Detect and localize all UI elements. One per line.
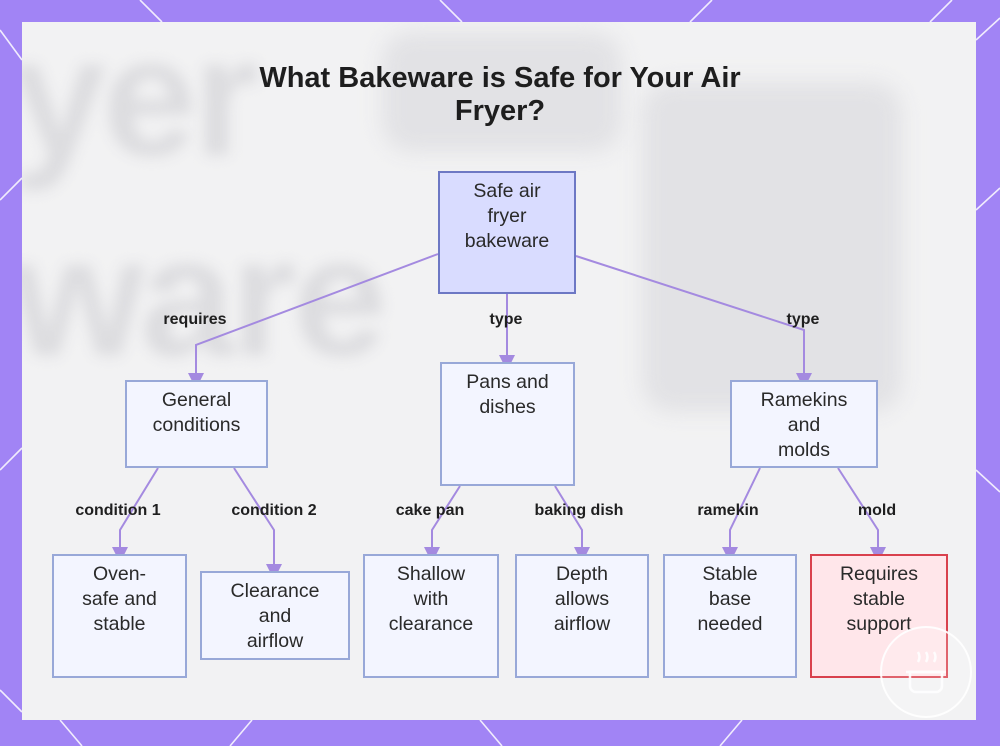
edge-label-requires: requires	[163, 311, 227, 328]
connector-condition1	[112, 467, 159, 563]
node-shallow: Shallow with clearance	[363, 554, 499, 678]
fryer-icon	[906, 651, 946, 694]
edge-label-condition1: condition 1	[75, 502, 161, 519]
connector-requires	[188, 253, 439, 389]
edge-label-condition2: condition 2	[231, 502, 317, 519]
connector-ramekin	[722, 467, 761, 563]
connector-cake-pan	[424, 485, 461, 563]
node-pans-label: Pans and dishes	[466, 371, 549, 418]
background-blob	[642, 82, 902, 412]
node-clearance-label: Clearance and airflow	[230, 580, 320, 652]
node-pans-and-dishes: Pans and dishes	[440, 362, 575, 486]
connector-condition2	[233, 467, 282, 580]
node-shallow-label: Shallow with clearance	[388, 563, 474, 635]
edge-label-ramekin: ramekin	[697, 502, 759, 519]
node-ramekins-and-molds: Ramekins and molds	[730, 380, 878, 468]
node-depth: Depth allows airflow	[515, 554, 649, 678]
connector-baking-dish	[554, 485, 590, 563]
background-blob	[382, 32, 622, 152]
edge-label-type-ramekins: type	[786, 311, 820, 328]
diagram-title: What Bakeware is Safe for Your Air Fryer…	[259, 62, 741, 127]
node-root-label: Safe air fryer bakeware	[464, 180, 550, 252]
connector-type-ramekins	[575, 255, 812, 389]
background-watermark-1: yer	[22, 22, 259, 192]
node-clearance: Clearance and airflow	[200, 571, 350, 660]
edge-label-cake-pan: cake pan	[395, 502, 465, 519]
node-requires-label: Requires stable support	[839, 563, 919, 635]
background-watermark-2: ware	[22, 202, 387, 392]
node-stable-base: Stable base needed	[663, 554, 797, 678]
node-depth-label: Depth allows airflow	[553, 563, 611, 635]
connector-mold	[837, 467, 886, 563]
edge-label-mold: mold	[857, 502, 897, 519]
edge-label-type-pans: type	[489, 311, 523, 328]
node-oven-safe: Oven- safe and stable	[52, 554, 187, 678]
brand-logo	[880, 626, 972, 718]
node-general-label: General conditions	[152, 389, 241, 436]
node-ramekins-label: Ramekins and molds	[760, 389, 848, 461]
node-stable-label: Stable base needed	[697, 563, 763, 635]
node-oven-label: Oven- safe and stable	[82, 563, 157, 635]
node-root: Safe air fryer bakeware	[438, 171, 576, 294]
node-general-conditions: General conditions	[125, 380, 268, 468]
edge-label-baking-dish: baking dish	[534, 502, 624, 519]
